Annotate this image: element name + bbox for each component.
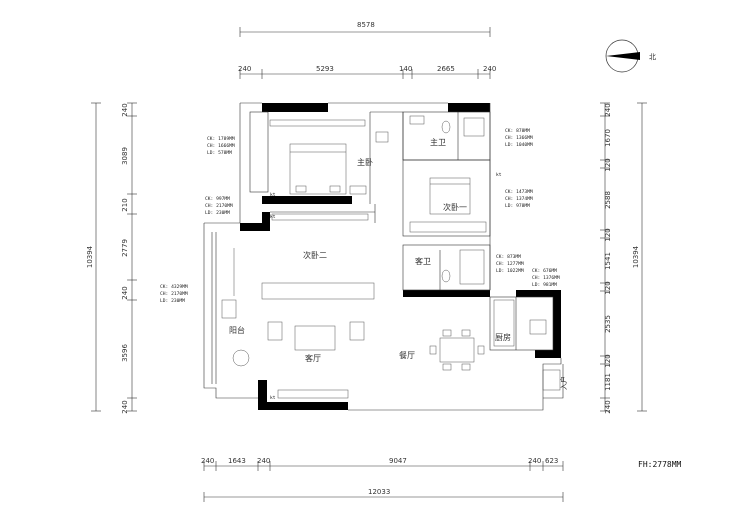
dim-bottom-seg-6: 623: [545, 457, 558, 465]
dim-left-seg-4: 2779: [121, 239, 129, 257]
room-label-guest-bath: 客卫: [415, 256, 431, 266]
room-label-kitchen: 厨房: [495, 332, 511, 342]
note-guest-bath-line-1: CK: 873MM: [496, 254, 521, 260]
dim-right-seg-10: 1181: [604, 373, 612, 391]
dim-top-seg-3: 140: [399, 65, 412, 73]
note-balcony-line-3: LD: 230MM: [160, 298, 185, 304]
dim-left-seg-3: 210: [121, 198, 129, 211]
dim-right-seg-9: 120: [604, 354, 612, 367]
room-label-bedroom-2: 次卧二: [303, 250, 327, 260]
dim-right-seg-2: 1670: [604, 129, 612, 147]
dim-bottom-seg-5: 240: [528, 457, 541, 465]
dim-left-seg-7: 240: [121, 400, 129, 413]
note-guest-bath-line-3: LD: 1022MM: [496, 268, 524, 274]
note-bath-line-2: CH: 1366MM: [505, 135, 533, 141]
note-bed2-line-2: CH: 2170MM: [205, 203, 233, 209]
kt-marker-4: kt: [270, 395, 276, 401]
fixtures: [221, 115, 561, 399]
tv-cabinet-icon: [277, 389, 349, 399]
note-bed1-line-1: CK: 1473MM: [505, 189, 533, 195]
dim-left-seg-6: 3596: [121, 344, 129, 362]
shower-icon: [463, 117, 485, 137]
coffee-table-icon: [294, 325, 336, 351]
note-bed1-line-2: CH: 1374MM: [505, 196, 533, 202]
left-dimensions: 10394 240 3089 210 2779 240 3596 240: [86, 102, 137, 414]
dim-left-seg-5: 240: [121, 286, 129, 299]
note-bed2-line-3: LD: 230MM: [205, 210, 230, 216]
dim-left-overall: 10394: [86, 245, 94, 268]
dim-right-seg-5: 120: [604, 228, 612, 241]
room-label-balcony: 阳台: [229, 325, 245, 335]
note-master-line-2: CH: 1666MM: [207, 143, 235, 149]
dining-table-icon: [439, 337, 475, 363]
dim-right-seg-6: 1541: [604, 252, 612, 270]
note-bed1-line-3: LD: 978MM: [505, 203, 530, 209]
note-bath-line-1: CK: 878MM: [505, 128, 530, 134]
bedroom-1-bed-icon: [429, 177, 471, 215]
note-kitchen-line-2: CH: 1376MM: [532, 275, 560, 281]
dim-right-seg-3: 120: [604, 158, 612, 171]
compass-north-label: 北: [649, 53, 656, 61]
guest-toilet-icon: [441, 269, 451, 283]
floor-height-note: FH:2778MM: [638, 460, 682, 469]
dim-top-seg-4: 2665: [437, 65, 455, 73]
kt-marker-3: kt: [496, 172, 502, 178]
armchair-icon: [221, 299, 237, 319]
window-notes: CK: 1789MM CH: 1666MM LD: 578MM CK: 878M…: [160, 128, 560, 304]
dim-bottom-seg-4: 9047: [389, 457, 407, 465]
dim-right-overall: 10394: [632, 245, 640, 268]
room-label-master-bath: 主卫: [430, 137, 446, 147]
partitions: [203, 102, 564, 411]
dim-bottom-seg-3: 240: [257, 457, 270, 465]
dim-top-overall: 8578: [357, 21, 375, 29]
master-bed-icon: [289, 143, 347, 195]
room-label-master-bedroom: 主卧: [357, 157, 373, 167]
dim-right-seg-11: 240: [604, 400, 612, 413]
bottom-dimensions: 240 1643 240 9047 240 623 12033: [201, 457, 564, 502]
dim-top-seg-5: 240: [483, 65, 496, 73]
dim-left-seg-2: 3089: [121, 147, 129, 165]
walls: [240, 103, 561, 410]
note-master-line-1: CK: 1789MM: [207, 136, 235, 142]
round-chair-icon: [232, 349, 250, 367]
dim-right-seg-4: 2588: [604, 191, 612, 209]
note-master-line-3: LD: 578MM: [207, 150, 232, 156]
desk-chair-icon: [375, 131, 389, 143]
note-guest-bath-line-2: CH: 1277MM: [496, 261, 524, 267]
room-label-living: 客厅: [305, 353, 321, 363]
room-label-bedroom-1: 次卧一: [443, 202, 467, 212]
sofa-icon: [261, 282, 375, 300]
entry-door-icon: [542, 369, 561, 391]
dim-right-seg-7: 120: [604, 281, 612, 294]
dim-top-seg-2: 5293: [316, 65, 334, 73]
dim-bottom-seg-2: 1643: [228, 457, 246, 465]
dim-left-seg-1: 240: [121, 103, 129, 116]
dim-right-seg-8: 2535: [604, 315, 612, 333]
dim-top-seg-1: 240: [238, 65, 251, 73]
note-bath-line-3: LD: 1040MM: [505, 142, 533, 148]
note-kitchen-line-3: LD: 981MM: [532, 282, 557, 288]
dim-bottom-seg-1: 240: [201, 457, 214, 465]
top-dimensions: 8578 240 5293 140 2665 240: [238, 21, 496, 79]
kt-marker-2: kt: [270, 214, 276, 220]
dim-bottom-overall: 12033: [368, 488, 390, 496]
note-bed2-line-1: CK: 997MM: [205, 196, 230, 202]
kt-markers: kt kt kt kt: [270, 172, 502, 401]
toilet-icon: [441, 120, 451, 134]
right-dimensions: 240 1670 120 2588 120 1541 120 2535 120 …: [600, 102, 647, 414]
kitchen-counter-icon: [493, 299, 515, 347]
note-kitchen-line-1: CK: 676MM: [532, 268, 557, 274]
north-compass: 北: [605, 39, 656, 73]
kt-marker-1: kt: [270, 192, 276, 198]
room-labels: 主卧 主卫 次卧一 次卧二 客卫 阳台 客厅 餐厅 厨房: [229, 137, 511, 363]
note-balcony-line-2: CH: 2170MM: [160, 291, 188, 297]
entry-label: 入户: [559, 376, 568, 390]
room-label-dining: 餐厅: [399, 351, 415, 360]
note-balcony-line-1: CK: 4329MM: [160, 284, 188, 290]
dim-right-seg-1: 240: [604, 103, 612, 116]
